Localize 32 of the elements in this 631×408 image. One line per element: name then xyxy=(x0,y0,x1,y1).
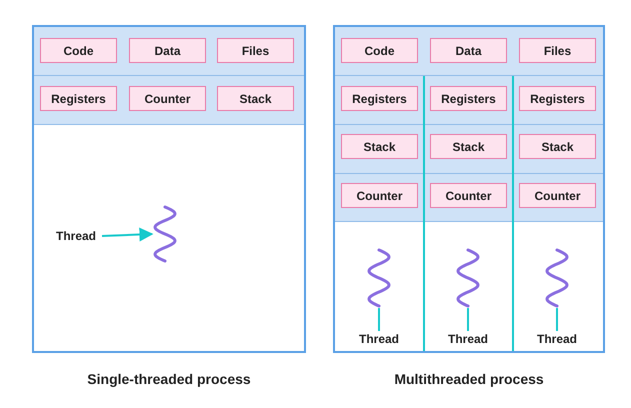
component-box: Files xyxy=(519,38,596,63)
component-box: Counter xyxy=(341,183,418,208)
connector-line xyxy=(378,308,380,331)
component-box: Registers xyxy=(430,86,507,111)
panel-caption: Multithreaded process xyxy=(393,371,545,387)
component-box: Counter xyxy=(430,183,507,208)
connector-line xyxy=(467,308,469,331)
arrow xyxy=(102,228,154,242)
thread-label: Thread xyxy=(441,331,495,347)
panel-caption: Single-threaded process xyxy=(86,371,252,387)
component-box: Stack xyxy=(430,134,507,159)
component-box: Counter xyxy=(519,183,596,208)
component-box: Stack xyxy=(341,134,418,159)
component-box: Code xyxy=(40,38,117,63)
thread-squiggle-icon xyxy=(152,205,178,263)
component-box: Files xyxy=(217,38,294,63)
component-box: Registers xyxy=(519,86,596,111)
thread-label: Thread xyxy=(50,227,102,245)
component-box: Registers xyxy=(341,86,418,111)
thread-squiggle-icon xyxy=(544,248,570,308)
thread-squiggle-icon xyxy=(366,248,392,308)
component-box: Stack xyxy=(519,134,596,159)
component-box: Data xyxy=(430,38,507,63)
component-box: Code xyxy=(341,38,418,63)
component-box: Data xyxy=(129,38,206,63)
component-box: Registers xyxy=(40,86,117,111)
component-box: Stack xyxy=(217,86,294,111)
component-box: Counter xyxy=(129,86,206,111)
thread-squiggle-icon xyxy=(455,248,481,308)
thread-label: Thread xyxy=(530,331,584,347)
connector-line xyxy=(556,308,558,331)
thread-label: Thread xyxy=(352,331,406,347)
